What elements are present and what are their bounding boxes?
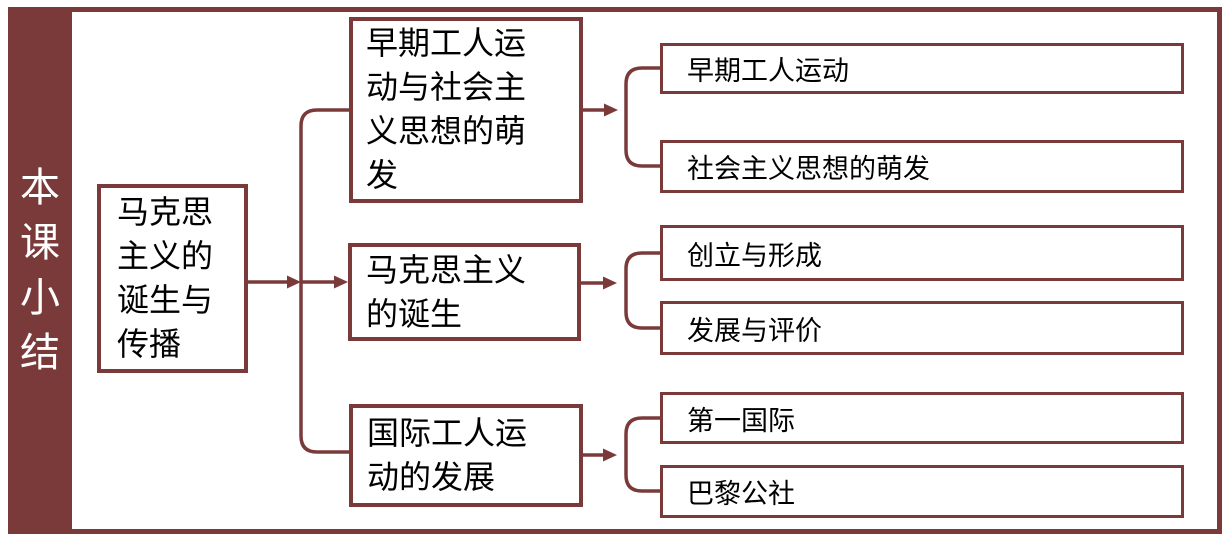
- node-text: 创立与形成: [687, 240, 822, 271]
- node-text: 第一国际: [687, 405, 795, 436]
- sidebar-char: 本: [20, 166, 60, 210]
- node-text-line: 国际工人运: [367, 415, 528, 451]
- leaf-node-founding-formation: 创立与形成: [660, 225, 1184, 281]
- branch-node-early-workers-movement: 早期工人运 动与社会主 义思想的萌 发: [349, 17, 583, 203]
- node-text-line: 的诞生: [366, 296, 463, 332]
- node-text-line: 动的发展: [367, 459, 496, 495]
- node-text-line: 诞生与: [117, 282, 214, 318]
- node-text-line: 主义的: [117, 238, 214, 274]
- leaf-node-development-evaluation: 发展与评价: [660, 301, 1184, 355]
- node-text-line: 发: [366, 157, 399, 193]
- node-text-line: 马克思: [117, 194, 214, 230]
- root-node-marxism-birth-spread: 马克思 主义的 诞生与 传播: [97, 184, 248, 373]
- sidebar-char: 结: [20, 331, 60, 375]
- branch-node-intl-workers-movement: 国际工人运 动的发展: [349, 404, 583, 507]
- node-text: 早期工人运动: [687, 56, 849, 86]
- branch-node-birth-of-marxism: 马克思主义 的诞生: [348, 243, 581, 341]
- sidebar-char: 小: [20, 276, 60, 320]
- node-text-line: 传播: [117, 326, 182, 362]
- leaf-node-first-international: 第一国际: [660, 392, 1184, 444]
- sidebar-char: 课: [20, 221, 60, 265]
- node-text-line: 马克思主义: [366, 252, 527, 288]
- sidebar-lesson-summary: 本 课 小 结: [8, 7, 72, 534]
- leaf-node-socialist-thought-germination: 社会主义思想的萌发: [660, 140, 1184, 193]
- node-text-line: 义思想的萌: [366, 113, 527, 149]
- node-text: 社会主义思想的萌发: [687, 154, 930, 184]
- node-text: 发展与评价: [687, 315, 822, 346]
- node-text-line: 早期工人运: [366, 25, 527, 61]
- node-text: 巴黎公社: [687, 479, 795, 509]
- leaf-node-paris-commune: 巴黎公社: [660, 465, 1184, 518]
- leaf-node-early-workers-movement: 早期工人运动: [660, 43, 1184, 94]
- node-text-line: 动与社会主: [366, 69, 527, 105]
